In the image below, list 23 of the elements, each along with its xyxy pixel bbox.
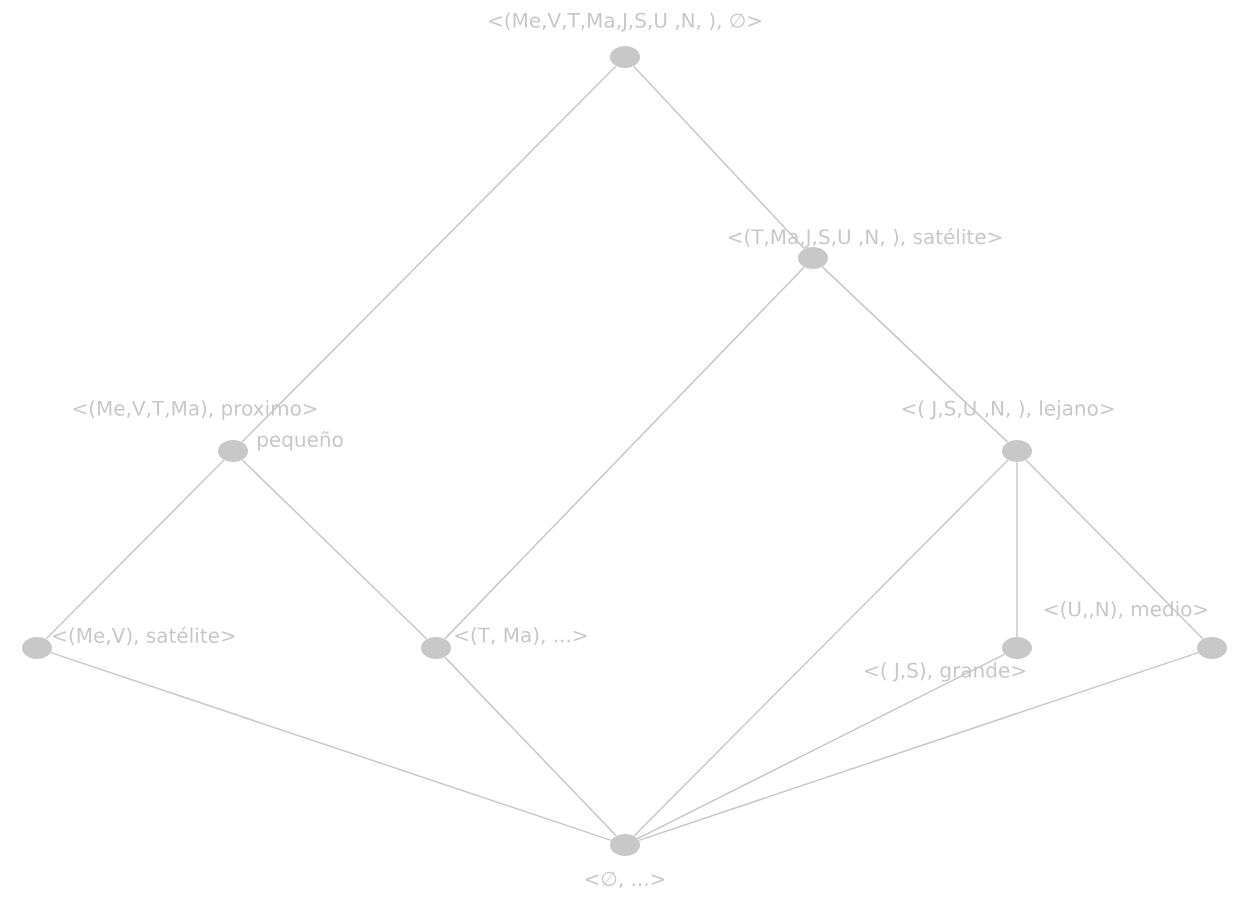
lattice-line	[45, 459, 225, 640]
lattice-line	[1025, 459, 1204, 640]
lattice-line	[638, 651, 1199, 842]
node-label: <∅, ...>	[585, 871, 665, 889]
lattice-line	[50, 651, 612, 842]
lattice-line	[1016, 461, 1018, 638]
lattice-line	[241, 65, 617, 443]
lattice-node	[218, 440, 248, 462]
lattice-node	[798, 247, 828, 269]
lattice-node	[421, 637, 451, 659]
lattice-node	[1197, 637, 1227, 659]
lattice-node	[1002, 440, 1032, 462]
lattice-line	[444, 656, 617, 837]
lattice-line	[636, 653, 1006, 840]
lattice-node	[610, 46, 640, 68]
lattice-line	[632, 65, 806, 250]
lattice-line	[821, 266, 1009, 443]
lattice-line	[633, 459, 1009, 837]
lattice-node	[22, 637, 52, 659]
lattice-node	[610, 834, 640, 856]
lattice-line	[444, 266, 805, 640]
lattice-node	[1002, 637, 1032, 659]
lattice-line	[241, 459, 428, 640]
